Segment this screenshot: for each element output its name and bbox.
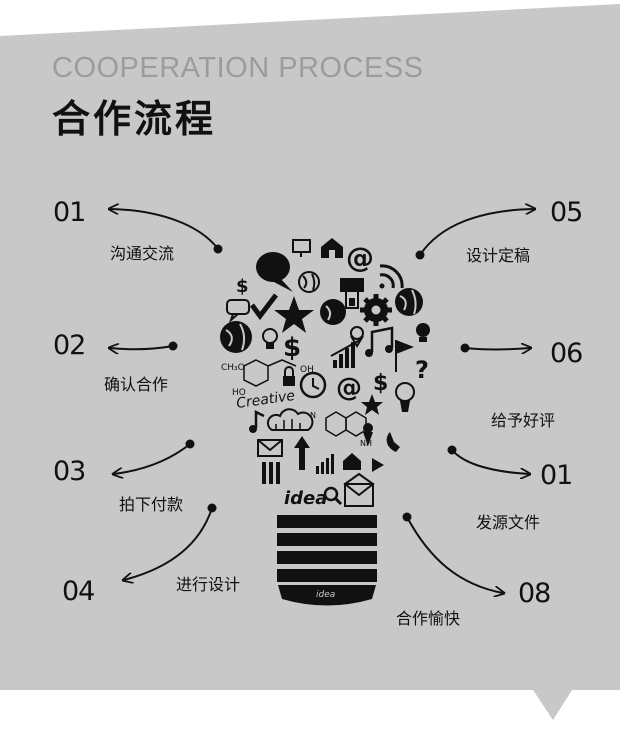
flag-icon [395,340,414,372]
svg-text:$: $ [373,371,388,396]
step-2-label: 确认合作 [104,375,169,394]
step-3-label: 拍下付款 [119,495,184,514]
dollar-icon: $ [283,333,301,363]
question-icon: ? [415,356,429,384]
step-8-label: 合作愉快 [396,609,461,628]
globe-icon [298,271,320,293]
house-icon [321,238,343,258]
arrow-step-5 [419,209,534,256]
svg-text:@: @ [336,373,362,403]
arrow-step-1 [110,209,219,250]
at-sign-icon: @ [336,373,362,403]
step-4-label: 进行设计 [176,575,241,594]
lightbulb-icon [416,323,430,342]
gear-icon [360,294,392,326]
arrow-step-4 [124,507,213,580]
pin-icon [350,326,364,348]
svg-text:NH: NH [360,439,372,448]
globe-icon [220,321,252,353]
dollar-icon: $ [236,276,249,297]
cloud-icon [266,408,314,431]
title-english: COOPERATION PROCESS [52,52,424,84]
step-7-label: 发源文件 [476,513,541,532]
at-sign-icon: @ [346,241,374,274]
step-1-label: 沟通交流 [110,244,175,263]
globe-icon [395,288,423,316]
step-5-label: 设计定稿 [466,246,531,265]
lightbulb-icon [262,328,278,349]
svg-text:@: @ [346,241,374,274]
title-chinese: 合作流程 [52,96,217,141]
battery-icon [345,287,359,309]
arrow-dots [168,244,470,522]
lightbulb-icon [395,382,415,412]
base-logo-text: idea [316,590,335,600]
tag-icon [340,278,364,292]
stripe-icon [262,462,280,484]
bar-chart-icon [316,454,334,474]
step-6-number: 06 [550,338,583,369]
step-5-number: 05 [550,197,583,228]
chemical-structure-icon: CH₃O HO OH [221,359,314,398]
star-icon [274,296,314,333]
music-note-icon [249,409,265,433]
phone-icon [386,432,400,452]
bar-chart-icon [330,339,361,368]
arrow-step-2 [110,346,174,349]
globe-icon [320,299,346,325]
bulb-base [277,515,377,606]
wifi-icon [379,264,404,289]
monitor-icon [292,239,311,257]
speech-bubble-icon [256,252,293,292]
step-1-number: 01 [53,197,86,228]
step-8-number: 08 [518,578,551,609]
magnifier-icon [323,486,343,506]
envelope-icon [257,439,283,457]
clock-icon [299,371,327,399]
svg-text:HO: HO [232,388,246,398]
arrow-step-3 [114,443,191,474]
arrow-up-icon [294,436,310,470]
arrow-step-6 [464,348,530,350]
step-6-label: 给予好评 [491,411,556,430]
idea-text: idea [284,488,327,509]
chat-icon [226,299,250,324]
step-4-number: 04 [62,576,95,607]
arrow-step-8 [406,516,503,593]
svg-text:?: ? [415,356,429,384]
step-3-number: 03 [53,456,86,487]
lock-icon [283,366,295,386]
house-icon [343,453,361,470]
gray-panel [0,4,620,720]
step-7-number: 01 [540,460,573,491]
check-icon [249,293,278,321]
svg-text:N: N [310,411,316,420]
arrow-step-7 [451,449,529,474]
step-2-number: 02 [53,330,86,361]
svg-text:OH: OH [300,365,314,375]
music-note-icon [365,326,394,357]
svg-text:$: $ [283,333,301,363]
idea-lightbulb: @ $ [220,238,430,606]
svg-text:$: $ [236,276,249,297]
svg-text:CH₃O: CH₃O [221,363,245,373]
play-icon [372,458,384,472]
envelope-icon [343,472,375,507]
dollar-icon: $ [373,371,388,396]
star-icon [361,394,383,415]
arrows [110,209,534,593]
cone-icon [363,423,373,446]
